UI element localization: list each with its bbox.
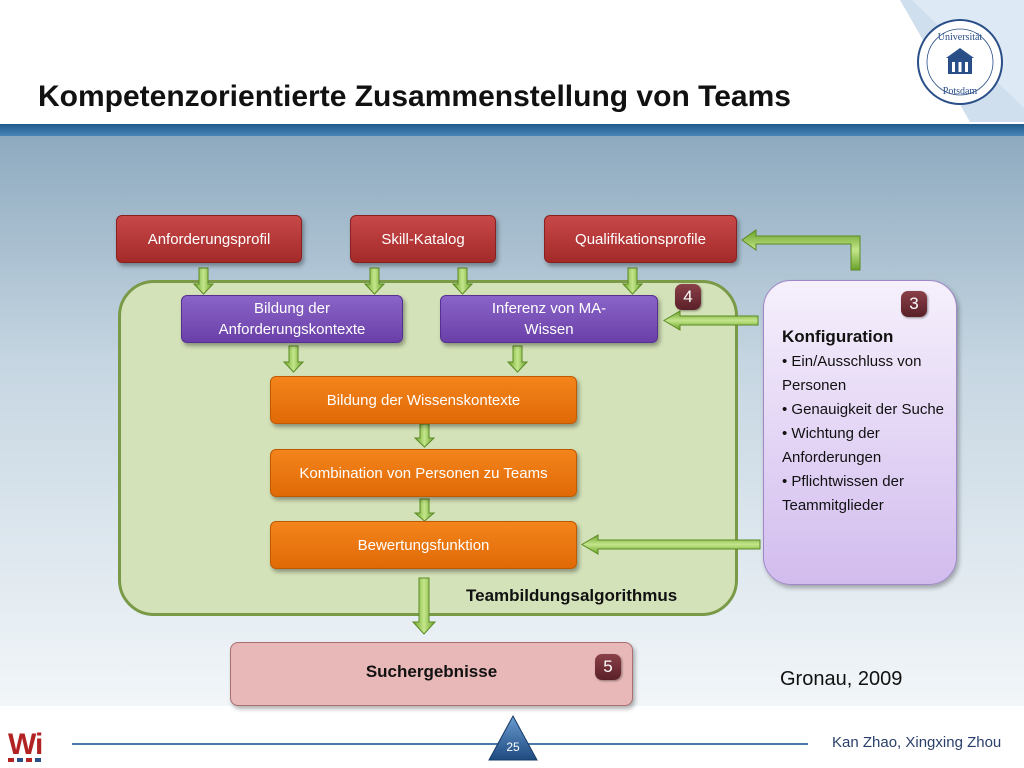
configuration-text: Konfiguration • Ein/Ausschluss von Perso… bbox=[782, 324, 952, 518]
arrow-down-icon bbox=[451, 267, 474, 295]
badge-3: 3 bbox=[901, 291, 927, 317]
arrow-left-icon bbox=[663, 310, 759, 331]
arrow-down-icon bbox=[363, 267, 386, 295]
bildung-wissenskontexte-box: Bildung der Wissenskontexte bbox=[270, 376, 577, 424]
qualifikationsprofile-box: Qualifikationsprofile bbox=[544, 215, 737, 263]
building-icon bbox=[946, 48, 974, 74]
config-item: • Wichtung der Anforderungen bbox=[782, 425, 882, 466]
header-band bbox=[0, 124, 1024, 136]
arrow-down-icon bbox=[621, 267, 644, 295]
kombination-box: Kombination von Personen zu Teams bbox=[270, 449, 577, 497]
result-label: Suchergebnisse bbox=[365, 662, 498, 681]
inferenz-box: Inferenz von MA-Wissen bbox=[440, 295, 658, 343]
arrow-down-icon bbox=[192, 267, 215, 295]
config-item: • Pflichtwissen der Teammitglieder bbox=[782, 473, 904, 514]
configuration-panel bbox=[763, 280, 957, 585]
arrow-down-icon bbox=[413, 423, 436, 448]
wi-logo: Wi bbox=[8, 728, 43, 761]
arrow-down-icon bbox=[282, 345, 305, 373]
bewertungsfunktion-box: Bewertungsfunktion bbox=[270, 521, 577, 569]
config-item: • Genauigkeit der Suche bbox=[782, 401, 945, 418]
slide-title: Kompetenzorientierte Zusammenstellung vo… bbox=[38, 80, 791, 113]
citation: Gronau, 2009 bbox=[780, 668, 903, 690]
slide-header bbox=[0, 0, 1024, 130]
config-item: • Ein/Ausschluss von Personen bbox=[782, 353, 922, 394]
wi-logo-underline bbox=[8, 758, 41, 762]
page-number-triangle-icon bbox=[488, 714, 538, 761]
feedback-arrow-icon bbox=[741, 229, 861, 271]
footer-line bbox=[72, 743, 808, 745]
badge-5: 5 bbox=[595, 654, 621, 680]
algorithm-label: Teambildungsalgorithmus bbox=[466, 586, 678, 605]
arrow-down-icon bbox=[506, 345, 529, 373]
result-box bbox=[230, 642, 633, 706]
badge-4: 4 bbox=[675, 284, 701, 310]
skill-katalog-box: Skill-Katalog bbox=[350, 215, 496, 263]
arrow-down-icon bbox=[413, 498, 436, 522]
page-number: 25 bbox=[506, 740, 520, 754]
bildung-anforderungskontexte-box: Bildung der Anforderungskontexte bbox=[181, 295, 403, 343]
anforderungsprofil-box: Anforderungsprofil bbox=[116, 215, 302, 263]
arrow-left-icon bbox=[581, 534, 761, 555]
arrow-down-icon bbox=[411, 577, 437, 635]
seal-text-top: Universität bbox=[938, 32, 983, 43]
university-seal: Universität Potsdam bbox=[900, 0, 1024, 122]
configuration-title: Konfiguration bbox=[782, 327, 894, 346]
seal-text-bottom: Potsdam bbox=[943, 86, 978, 97]
authors: Kan Zhao, Xingxing Zhou bbox=[832, 734, 1002, 751]
